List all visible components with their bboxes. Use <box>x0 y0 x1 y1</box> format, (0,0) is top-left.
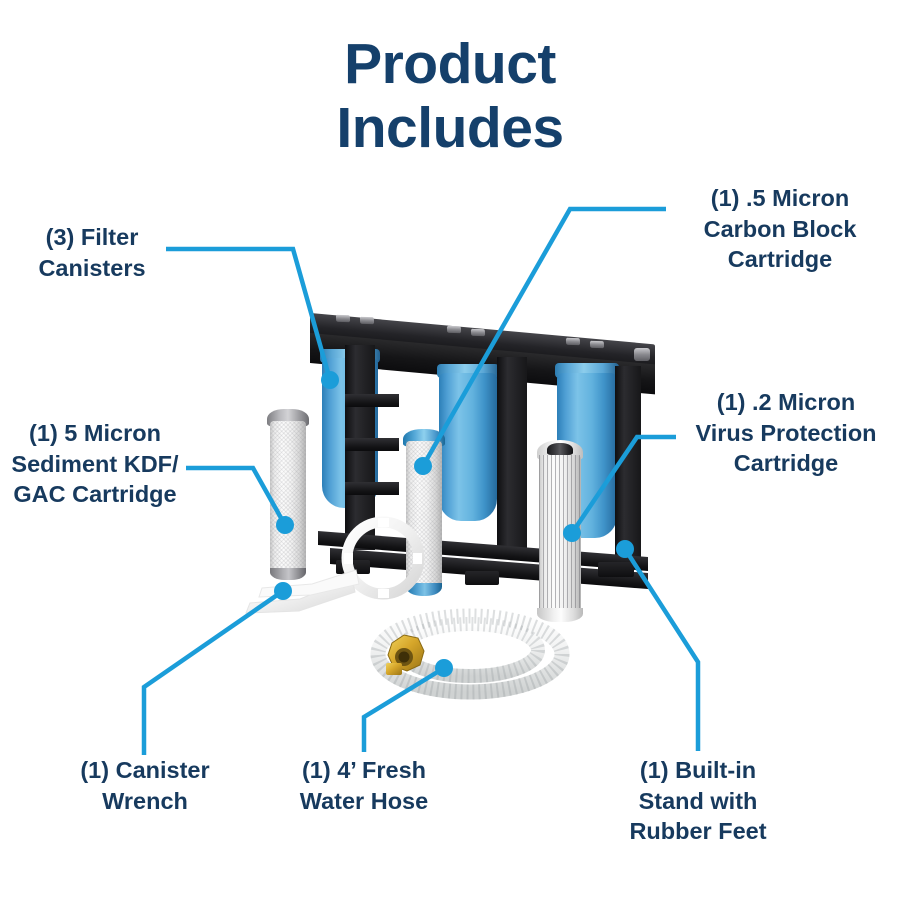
callout-line: (1) Built-in <box>639 757 757 783</box>
callout-line: Canisters <box>38 254 146 281</box>
callout-line: Water Hose <box>299 787 429 814</box>
callout-line: (1) .5 Micron <box>710 185 850 211</box>
page-title-line-1: Product <box>344 32 556 96</box>
callout-label-fresh-water-hose: (1) 4’ Fresh Water Hose <box>280 755 448 816</box>
page-title-line-2: Includes <box>336 96 564 161</box>
callout-label-sediment-cartridge: (1) 5 Micron Sediment KDF/ GAC Cartridge <box>0 418 190 510</box>
callout-line: Stand with <box>638 787 758 814</box>
callout-label-virus-cartridge: (1) .2 Micron Virus Protection Cartridge <box>678 387 894 479</box>
stand-rubber-foot-center <box>465 571 499 585</box>
virus-cartridge-base <box>537 608 583 622</box>
callout-line: Cartridge <box>733 450 839 477</box>
stand-rail-middle <box>345 438 399 451</box>
callout-line: Cartridge <box>727 246 833 273</box>
callout-line: (3) Filter <box>45 224 139 250</box>
callout-line: (1) 5 Micron <box>29 420 161 446</box>
callout-line: (1) 4’ Fresh <box>301 757 427 783</box>
callout-label-carbon-block-cartridge: (1) .5 Micron Carbon Block Cartridge <box>672 183 888 275</box>
stand-rail-upper <box>345 394 399 407</box>
callout-line: Virus Protection <box>695 419 877 446</box>
callout-line: Rubber Feet <box>629 818 767 845</box>
stand-rail-lower <box>345 482 399 495</box>
hose-brass-fitting <box>386 634 425 675</box>
callout-line: (1) Canister <box>80 757 210 783</box>
callout-label-canister-wrench: (1) Canister Wrench <box>54 755 236 816</box>
sediment-cartridge-base <box>270 568 306 580</box>
callout-line: GAC Cartridge <box>13 481 177 508</box>
callout-line: (1) .2 Micron <box>716 389 856 415</box>
callout-label-filter-canisters: (3) Filter Canisters <box>12 222 172 283</box>
page-title: Product Includes <box>0 32 900 161</box>
callout-line: Sediment KDF/ <box>11 450 179 477</box>
callout-label-built-in-stand: (1) Built-in Stand with Rubber Feet <box>606 755 790 847</box>
callout-line: Wrench <box>102 787 188 814</box>
carbon-block-cartridge-base <box>406 583 442 596</box>
callout-line: Carbon Block <box>703 215 857 242</box>
